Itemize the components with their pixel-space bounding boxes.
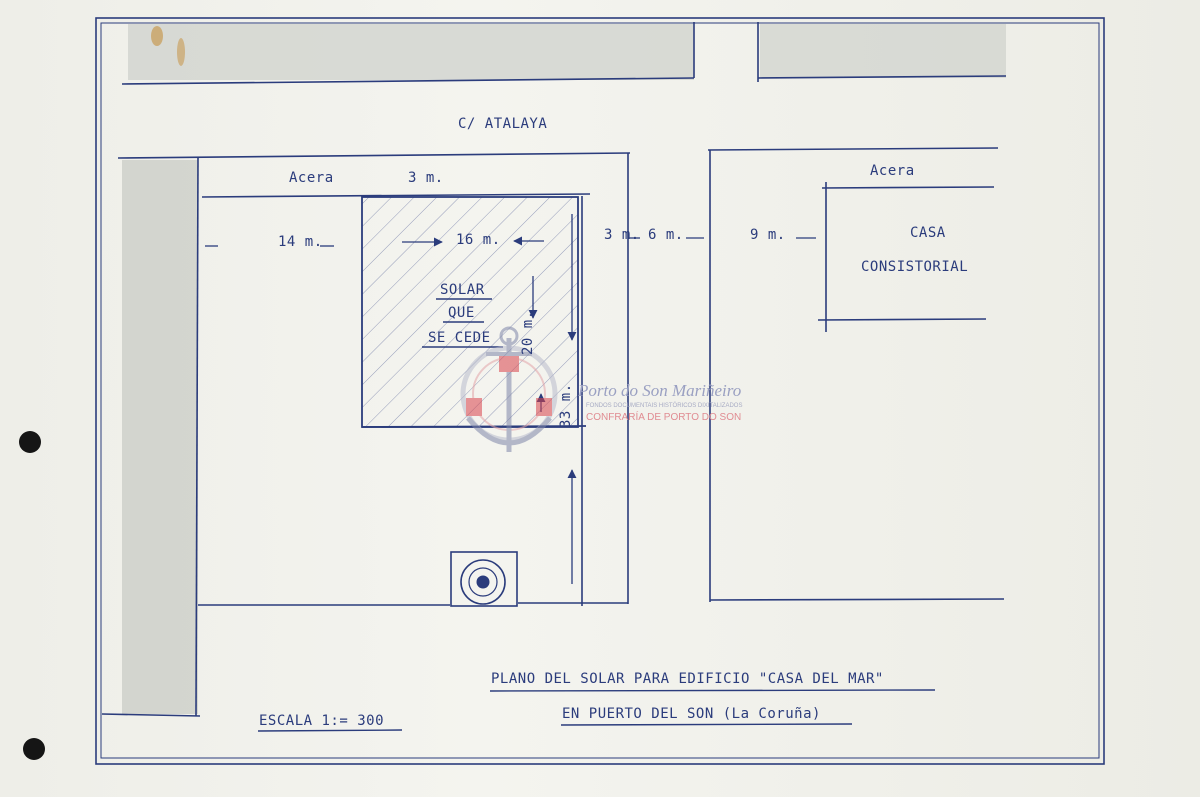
stain-mark	[177, 38, 185, 66]
dim-20m: 20 m.	[520, 310, 536, 355]
stain-mark	[151, 26, 163, 46]
shading-top-left	[128, 24, 694, 80]
dim-9m: 9 m.	[750, 227, 786, 243]
watermark-subtitle: FONDOS DOCUMENTAIS HISTÓRICOS DIXITALIZA…	[586, 403, 743, 409]
dim-16m: 16 m.	[456, 232, 501, 248]
inner-border	[100, 22, 1100, 759]
dim-14m: 14 m.	[278, 234, 323, 250]
casa-label-line2: CONSISTORIAL	[861, 259, 969, 275]
scale-label: ESCALA 1:= 300	[259, 713, 385, 729]
shading-left	[122, 160, 198, 714]
watermark-brand: Porto do Son Mariñeiro	[578, 381, 742, 400]
outer-border	[95, 17, 1105, 765]
binder-hole	[19, 431, 41, 453]
plan-title-line2: EN PUERTO DEL SON (La Coruña)	[562, 706, 821, 722]
dim-3m-top: 3 m.	[408, 170, 444, 186]
dim-6m: 6 m.	[648, 227, 684, 243]
acera-label-left: Acera	[289, 170, 334, 186]
acera-label-right: Acera	[870, 163, 915, 179]
solar-label-line2: QUE	[448, 305, 475, 321]
shading-top-right	[760, 24, 1006, 78]
dim-33m: 33 m.	[558, 383, 574, 428]
solar-label-line3: SE CEDE	[428, 330, 491, 346]
dim-3m-side: 3 m.	[604, 227, 640, 243]
binder-hole	[23, 738, 45, 760]
watermark-org: CONFRARÍA DE PORTO DO SON	[586, 412, 742, 423]
solar-label-line1: SOLAR	[440, 282, 485, 298]
fountain-symbol	[450, 551, 518, 607]
casa-label-line1: CASA	[910, 225, 946, 241]
plan-title-line1: PLANO DEL SOLAR PARA EDIFICIO "CASA DEL …	[491, 671, 884, 687]
watermark-anchor-icon	[460, 326, 558, 452]
street-name: C/ ATALAYA	[458, 116, 548, 132]
